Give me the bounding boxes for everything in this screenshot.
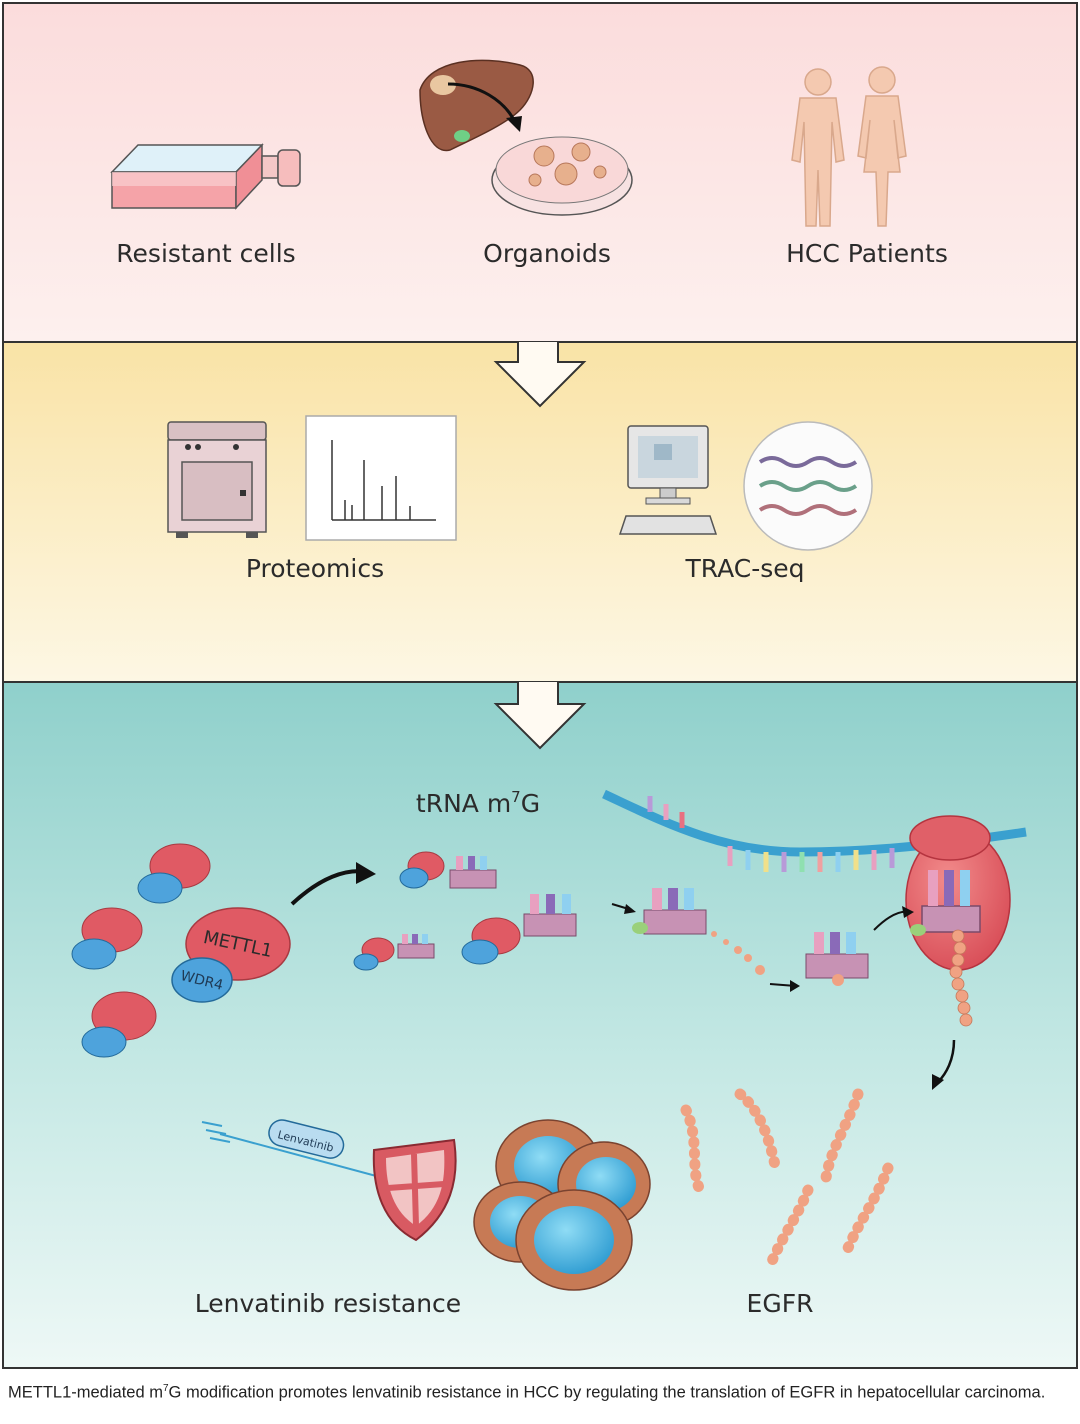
label-hcc-patients: HCC Patients xyxy=(786,239,948,268)
label-trac-seq: TRAC-seq xyxy=(684,554,804,583)
figure-caption: METTL1-mediated m7G modification promote… xyxy=(8,1383,1046,1402)
amino-acid-dots xyxy=(711,931,765,975)
mass-spectrometer-icon xyxy=(167,421,267,538)
codon-ticks xyxy=(647,796,895,872)
label-organoids: Organoids xyxy=(483,239,611,268)
label-trna-m7g: tRNA m7G xyxy=(416,788,540,818)
spectrum-chart-icon xyxy=(305,415,457,541)
arrowhead-icon xyxy=(624,904,914,992)
trna-icon xyxy=(805,932,869,986)
flow-arrow-1 xyxy=(493,342,587,408)
mettl1-wdr4-complex xyxy=(171,907,291,1003)
computer-icon xyxy=(618,425,718,535)
flow-arrow-2 xyxy=(493,682,587,750)
cancer-cells-icon xyxy=(473,1119,651,1291)
shield-icon xyxy=(372,1138,457,1242)
trna-complex xyxy=(399,851,497,889)
human-figure-icon xyxy=(791,66,907,227)
arrowhead-icon xyxy=(932,1074,944,1090)
arrowhead-icon xyxy=(356,862,376,884)
petri-dish-icon xyxy=(491,136,633,216)
protein-dimer xyxy=(137,843,211,904)
protein-dimer xyxy=(81,991,157,1058)
arrow-icon xyxy=(447,82,518,125)
label-resistant-cells: Resistant cells xyxy=(116,239,295,268)
protein-dimer xyxy=(71,907,143,970)
peptide-chain xyxy=(949,929,973,1027)
trna-icon xyxy=(632,888,707,935)
label-proteomics: Proteomics xyxy=(246,554,384,583)
egfr-protein-chains xyxy=(680,1088,894,1272)
arrowhead-icon xyxy=(506,116,522,132)
culture-flask-icon xyxy=(110,143,301,210)
trna-complex xyxy=(353,934,435,971)
trna-complex xyxy=(461,894,577,965)
ribosome-icon xyxy=(905,815,1011,971)
label-egfr: EGFR xyxy=(747,1289,814,1318)
label-lenvatinib-resistance: Lenvatinib resistance xyxy=(195,1289,461,1318)
lenvatinib-pill xyxy=(268,1119,345,1159)
sequencing-reads-icon xyxy=(743,421,873,551)
